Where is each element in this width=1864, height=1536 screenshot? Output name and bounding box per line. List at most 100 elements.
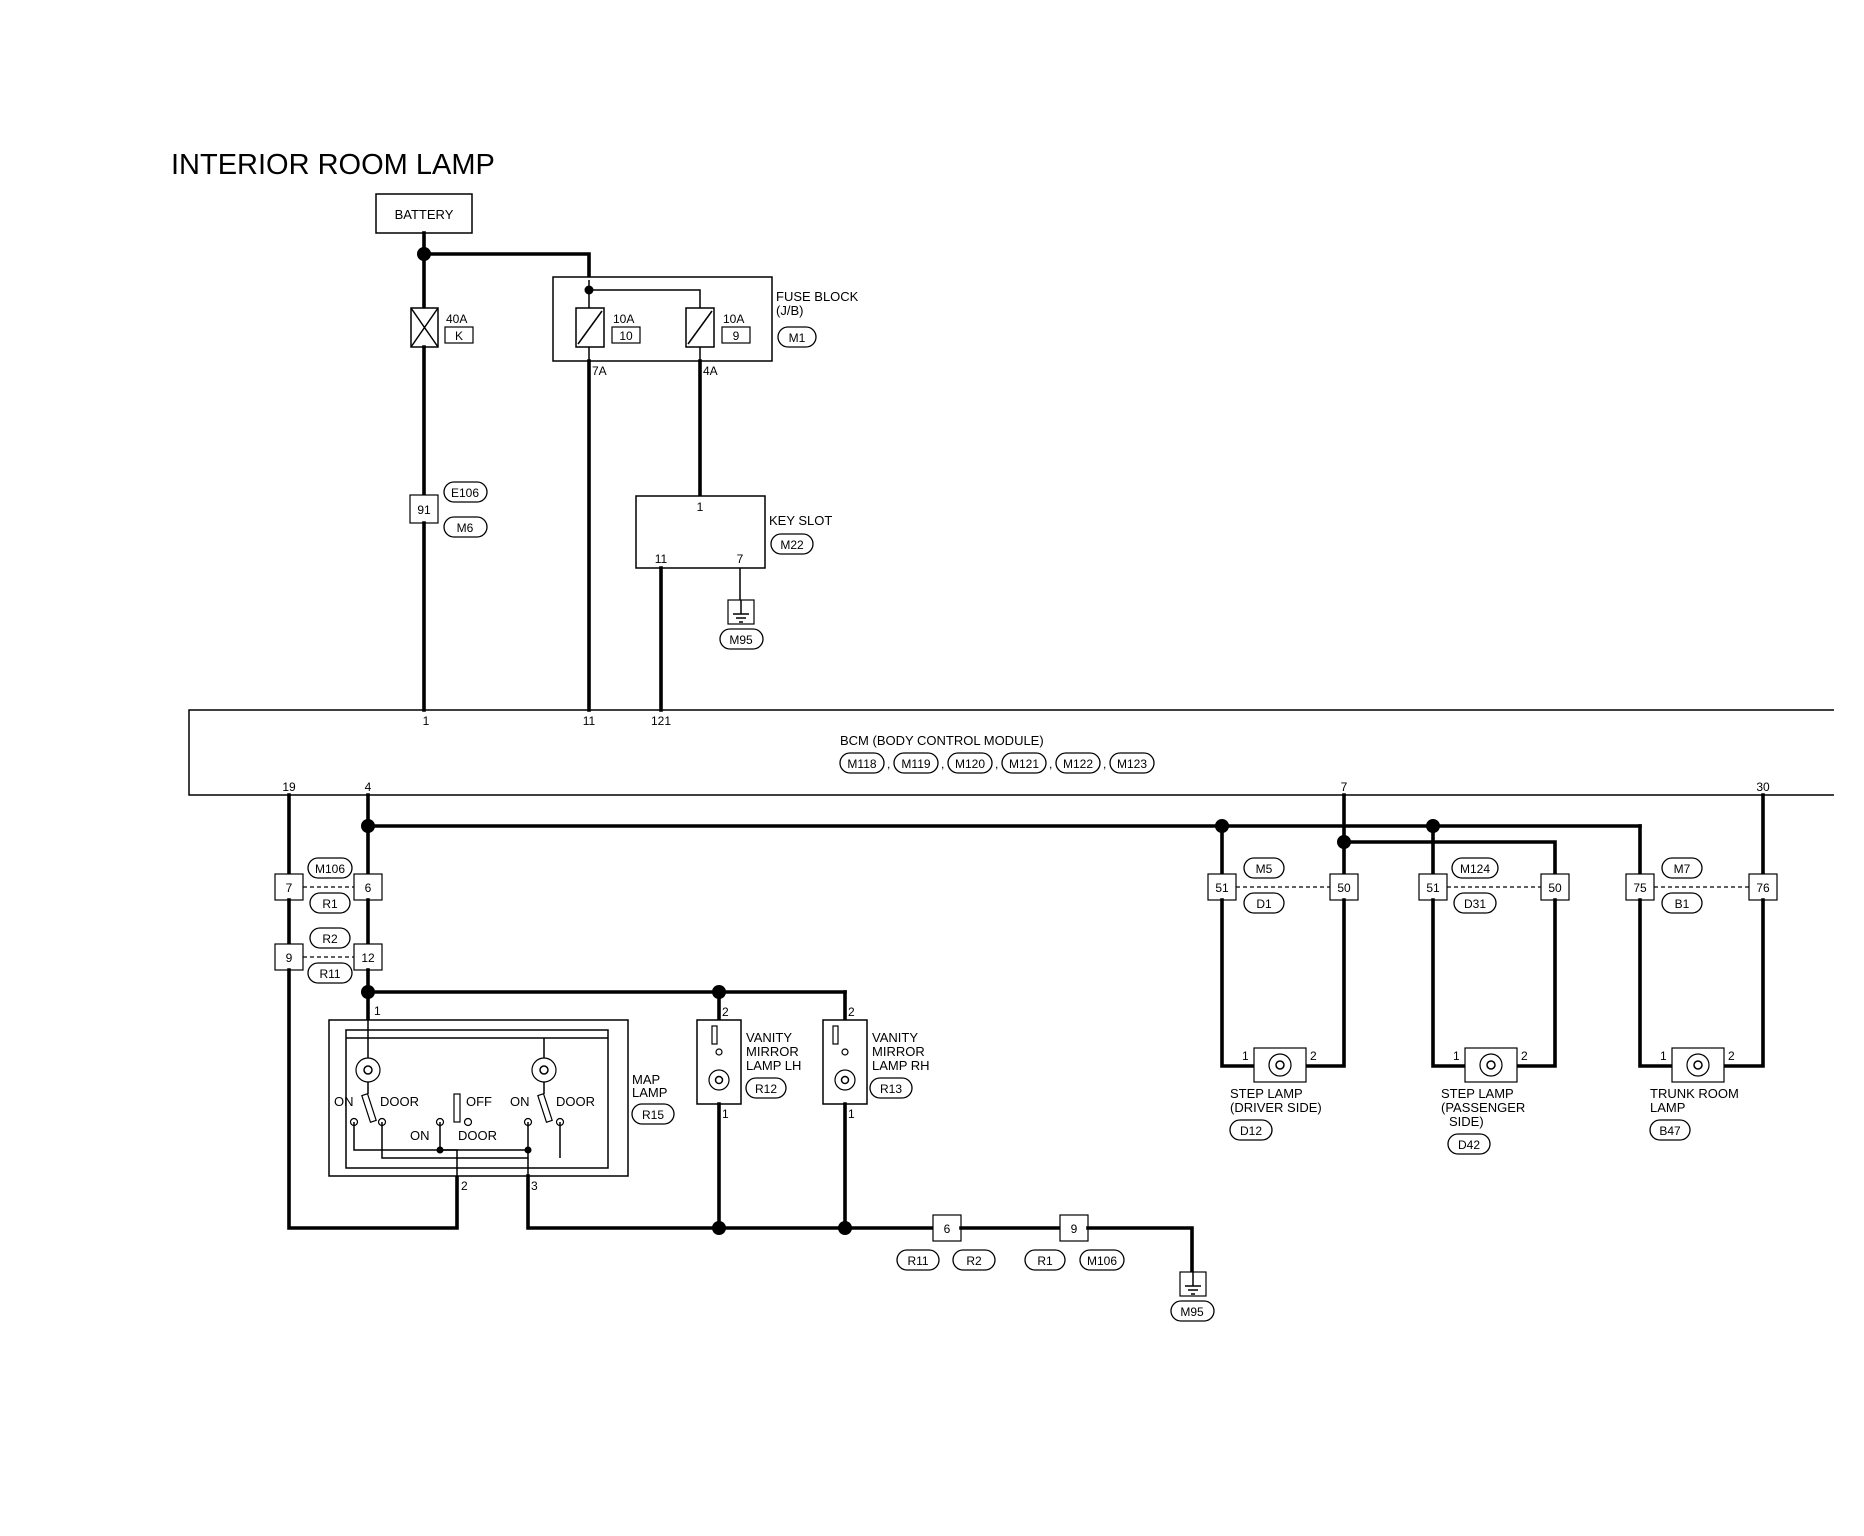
fuse-a-terminal: 7A	[592, 364, 607, 378]
vanity-lh-label-2: MIRROR	[746, 1044, 799, 1059]
vanity-rh-label-2: MIRROR	[872, 1044, 925, 1059]
key-slot-pin-11: 11	[655, 552, 668, 566]
vanity-rh-pin-1: 1	[848, 1107, 855, 1121]
conn-m124: M124	[1460, 862, 1490, 876]
conn-r15: R15	[642, 1108, 664, 1122]
bcm-pin-4: 4	[365, 780, 372, 794]
conn-d12: D12	[1240, 1124, 1262, 1138]
conn-m106: M106	[315, 862, 345, 876]
joint-pin-6: 6	[365, 881, 372, 895]
fusible-link-rating: 40A	[446, 312, 467, 326]
conn-e106: E106	[451, 486, 479, 500]
map-lamp: 1 ON DOOR OFF ON DOO	[328, 1004, 675, 1193]
conn-r1: R1	[322, 897, 338, 911]
step-driver-label-1: STEP LAMP	[1230, 1086, 1303, 1101]
conn-d42: D42	[1458, 1138, 1480, 1152]
d31-pin-50: 50	[1548, 881, 1562, 895]
step-lamp-driver: 1 2 STEP LAMP (DRIVER SIDE) D12	[1229, 1047, 1322, 1141]
step-passenger-label-2: (PASSENGER	[1441, 1100, 1525, 1115]
map-lamp-door-right: DOOR	[556, 1094, 595, 1109]
bcm: 1 11 121 BCM (BODY CONTROL MODULE) M118 …	[188, 709, 1834, 796]
trunk-label-2: LAMP	[1650, 1100, 1685, 1115]
bcm-sep: ,	[1049, 757, 1052, 771]
conn-r1-gnd: R1	[1037, 1254, 1053, 1268]
joint-connector-m5-d1: 51 50 M5 D1	[1207, 857, 1359, 914]
harness-pin-91: 91	[417, 503, 431, 517]
conn-r11: R11	[319, 967, 340, 981]
map-lamp-door-low: DOOR	[458, 1128, 497, 1143]
vanity-mirror-lamp-rh: 2 1 VANITY MIRROR LAMP RH R13	[822, 1005, 930, 1121]
conn-m118: M118	[847, 757, 876, 771]
trunk-room-lamp: 1 2 TRUNK ROOM LAMP B47	[1649, 1047, 1739, 1141]
d31-pin-51: 51	[1426, 881, 1440, 895]
conn-d31: D31	[1464, 897, 1486, 911]
b1-pin-76: 76	[1756, 881, 1770, 895]
gnd-joint-pin-6: 6	[944, 1222, 951, 1236]
map-lamp-pin-2: 2	[461, 1179, 468, 1193]
vanity-lh-pin-2: 2	[722, 1005, 729, 1019]
fuse-b-rating: 10A	[723, 312, 744, 326]
bcm-sep: ,	[941, 757, 944, 771]
step-passenger-label-1: STEP LAMP	[1441, 1086, 1514, 1101]
fusible-link-40a: 40A K	[410, 307, 474, 348]
joint-connector-9-r1-m106: 9 R1 M106	[1024, 1214, 1125, 1271]
conn-b47: B47	[1659, 1124, 1681, 1138]
conn-m6: M6	[457, 521, 474, 535]
ground-symbol-keyslot: M95	[719, 599, 764, 650]
step-lamp-passenger: 1 2 STEP LAMP (PASSENGER SIDE) D42	[1441, 1047, 1528, 1155]
d1-pin-50: 50	[1337, 881, 1351, 895]
step-passenger-pin-2: 2	[1521, 1049, 1528, 1063]
conn-m5: M5	[1256, 862, 1273, 876]
battery-label: BATTERY	[395, 207, 454, 222]
bcm-pin-1: 1	[423, 714, 430, 728]
harness-connector-91: 91 E106 M6	[409, 481, 488, 538]
bcm-pin-7: 7	[1341, 780, 1348, 794]
ground-m95-main: M95	[1180, 1305, 1204, 1319]
conn-m106-gnd: M106	[1087, 1254, 1117, 1268]
joint-pin-12: 12	[361, 951, 375, 965]
map-lamp-on-right: ON	[510, 1094, 530, 1109]
vanity-lh-label-3: LAMP LH	[746, 1058, 801, 1073]
conn-r2: R2	[322, 932, 338, 946]
step-driver-label-2: (DRIVER SIDE)	[1230, 1100, 1322, 1115]
fuse-b-terminal: 4A	[703, 364, 718, 378]
fusible-link-id: K	[455, 329, 463, 343]
ground-symbol-main: M95	[1170, 1271, 1215, 1322]
map-lamp-pin-3: 3	[531, 1179, 538, 1193]
diagram-title: INTERIOR ROOM LAMP	[171, 149, 495, 181]
map-lamp-on-low: ON	[410, 1128, 430, 1143]
bcm-pin-121: 121	[651, 714, 671, 728]
conn-r2-gnd: R2	[966, 1254, 982, 1268]
trunk-pin-1: 1	[1660, 1049, 1667, 1063]
conn-m120: M120	[955, 757, 985, 771]
map-lamp-label-1: MAP	[632, 1072, 660, 1087]
vanity-lh-pin-1: 1	[722, 1107, 729, 1121]
bcm-sep: ,	[1103, 757, 1106, 771]
map-lamp-label-2: LAMP	[632, 1085, 667, 1100]
conn-m119: M119	[901, 757, 930, 771]
vanity-rh-pin-2: 2	[848, 1005, 855, 1019]
conn-r13: R13	[880, 1082, 902, 1096]
fuse-block-sub: (J/B)	[776, 303, 803, 318]
map-lamp-pin-1: 1	[374, 1004, 381, 1018]
joint-connector-6-r11-r2: 6 R11 R2	[896, 1214, 996, 1271]
trunk-label-1: TRUNK ROOM	[1650, 1086, 1739, 1101]
vanity-lh-label-1: VANITY	[746, 1030, 792, 1045]
conn-m7: M7	[1674, 862, 1691, 876]
conn-m121: M121	[1009, 757, 1039, 771]
joint-connector-m106-r1: 7 6 M106 R1	[274, 857, 383, 914]
key-slot: 1 11 7 KEY SLOT M22	[635, 495, 832, 569]
step-driver-pin-2: 2	[1310, 1049, 1317, 1063]
bcm-pin-11: 11	[583, 714, 596, 728]
ground-m95-keyslot: M95	[729, 633, 753, 647]
fuse-b-id: 9	[733, 329, 740, 343]
trunk-pin-2: 2	[1728, 1049, 1735, 1063]
battery: BATTERY	[375, 193, 473, 234]
bcm-sep: ,	[995, 757, 998, 771]
fuse-block-label: FUSE BLOCK	[776, 289, 859, 304]
bcm-label: BCM (BODY CONTROL MODULE)	[840, 733, 1044, 748]
key-slot-pin-1: 1	[697, 500, 704, 514]
fuse-block: 10A 10 10A 9 FUSE BLOCK (J/B) M1 7A 4A	[552, 276, 859, 378]
step-driver-pin-1: 1	[1242, 1049, 1249, 1063]
